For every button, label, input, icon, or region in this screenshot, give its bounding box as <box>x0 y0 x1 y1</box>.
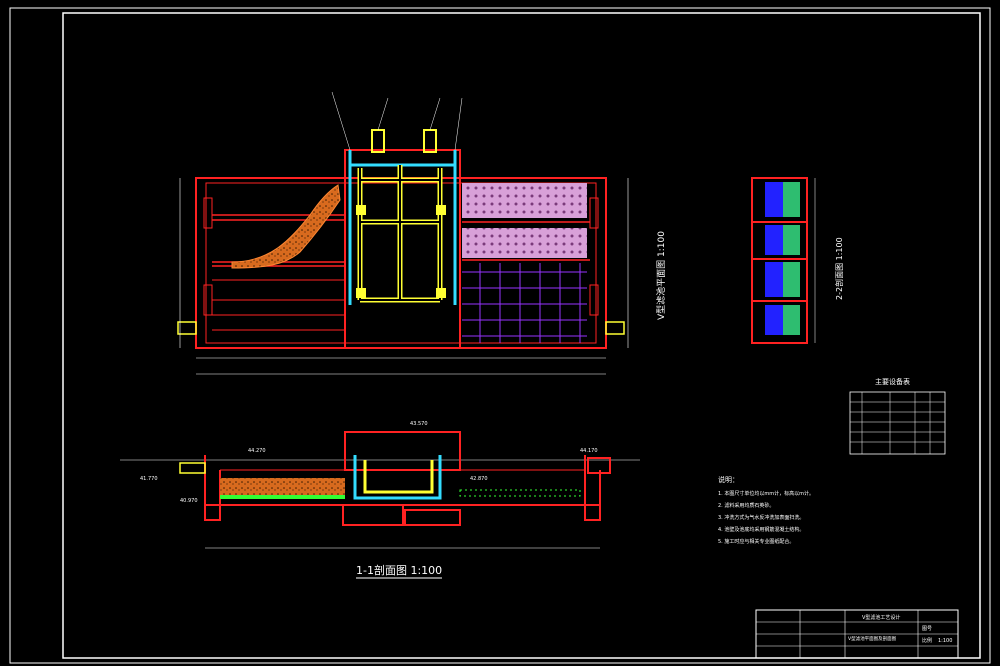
filter-media-hatch <box>231 184 341 269</box>
title-block: V型滤池工艺设计 V型滤池平面图及剖面图 图号 比例 1:100 <box>755 609 959 659</box>
notes-block: 说明： 1. 本图尺寸单位均以mm计，标高以m计。 2. 滤料采用均质石英砂。 … <box>718 475 814 545</box>
filter-nozzle-plate-2 <box>462 228 587 258</box>
note-5: 5. 施工时应与相关专业图纸配合。 <box>718 538 794 545</box>
filter-nozzle-plate-1 <box>462 183 587 218</box>
elev-6: 40.970 <box>180 498 198 504</box>
section-view: 1-1剖面图 1:100 <box>120 431 640 579</box>
notes-title: 说明： <box>718 475 739 484</box>
note-3: 3. 冲洗方式为气水反冲洗加表面扫洗。 <box>718 514 804 521</box>
note-1: 1. 本图尺寸单位均以mm计，标高以m计。 <box>718 490 814 497</box>
section-title: 1-1剖面图 1:100 <box>356 563 442 577</box>
outer-frame <box>9 7 991 664</box>
section-sand-layer <box>220 478 345 495</box>
elev-2: 44.170 <box>580 448 598 454</box>
tb-scale-label: 比例 <box>922 637 932 644</box>
plan-title: V型滤池平面图 1:100 <box>655 231 667 320</box>
tb-scale: 1:100 <box>938 638 952 644</box>
side-section-view: 2-2剖面图 1:100 <box>751 177 844 344</box>
side-section-title: 2-2剖面图 1:100 <box>834 237 844 300</box>
plan-view: V型滤池平面图 1:100 <box>177 91 667 375</box>
pipe-gallery <box>344 149 461 349</box>
elevation-labels: 44.270 44.170 43.570 42.870 41.770 40.97… <box>140 421 598 504</box>
elev-5: 41.770 <box>140 476 158 482</box>
elev-1: 44.270 <box>248 448 266 454</box>
tb-project: V型滤池工艺设计 <box>862 614 900 621</box>
tb-drawing-name: V型滤池平面图及剖面图 <box>848 635 897 642</box>
table-title: 主要设备表 <box>875 377 910 386</box>
note-4: 4. 池壁及池底均采用钢筋混凝土结构。 <box>718 526 804 533</box>
section-gravel-layer <box>220 495 345 499</box>
elev-4: 42.870 <box>470 476 488 482</box>
inner-frame <box>62 12 981 659</box>
underdrain-grid <box>462 263 587 343</box>
note-2: 2. 滤料采用均质石英砂。 <box>718 502 774 509</box>
elev-3: 43.570 <box>410 421 428 427</box>
equipment-table: 主要设备表 <box>849 377 946 455</box>
tb-sheet-label: 图号 <box>922 626 932 632</box>
